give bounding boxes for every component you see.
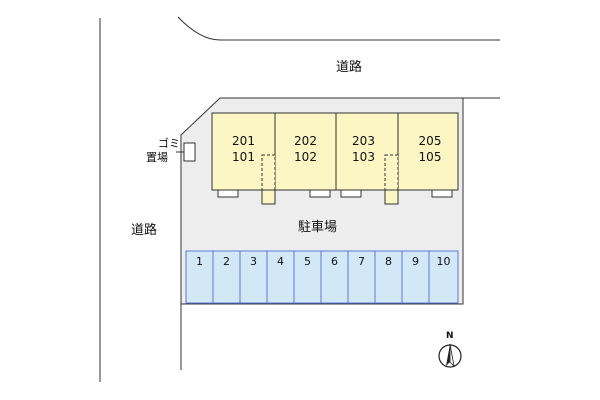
north-compass-icon — [438, 343, 462, 368]
unit-label-4: 205 105 — [400, 134, 460, 165]
parking-stall-9 — [401, 250, 430, 304]
parking-stall-number: 10 — [436, 255, 451, 268]
parking-stall-number: 2 — [223, 255, 230, 268]
parking-stall-number: 3 — [250, 255, 257, 268]
outdoor-unit-1 — [217, 189, 239, 198]
road-curve-top — [177, 16, 500, 41]
unit-number-lower: 105 — [418, 149, 442, 164]
outdoor-unit-2 — [309, 189, 331, 198]
garbage-area-box — [183, 142, 196, 162]
unit-label-3: 203 103 — [336, 134, 391, 165]
parking-stall-1 — [185, 250, 214, 304]
parking-stall-8 — [374, 250, 403, 304]
garbage-label-line1: ゴミ — [158, 137, 180, 150]
unit-label-2: 202 102 — [275, 134, 336, 165]
unit-label-1: 201 101 — [212, 134, 275, 165]
unit-number-lower: 101 — [232, 149, 255, 164]
parking-stall-4 — [266, 250, 295, 304]
parking-stalls — [185, 250, 459, 304]
unit-block-3 — [335, 112, 399, 191]
garbage-label-line2: 置場 — [146, 151, 168, 164]
unit-number-upper: 205 — [418, 134, 442, 148]
parking-stall-number: 8 — [385, 255, 392, 268]
parking-stall-number: 5 — [304, 255, 311, 268]
parking-stall-number: 7 — [358, 255, 365, 268]
parking-stall-number: 4 — [277, 255, 284, 268]
parking-stall-10 — [428, 250, 459, 304]
outdoor-unit-4 — [431, 189, 453, 198]
unit-block-4 — [397, 112, 459, 191]
parking-stall-number: 1 — [196, 255, 203, 268]
entrance-dashed-2 — [384, 154, 399, 191]
entrance-dashed-1 — [261, 154, 276, 191]
outdoor-unit-3 — [340, 189, 362, 198]
unit-number-lower: 102 — [294, 149, 317, 164]
entrance-solid-1 — [261, 189, 276, 205]
road-label-left: 道路 — [131, 223, 158, 238]
entrance-solid-2 — [384, 189, 399, 205]
unit-number-upper: 203 — [352, 134, 375, 148]
parking-stall-number: 9 — [412, 255, 419, 268]
parking-stall-6 — [320, 250, 349, 304]
parking-stall-number: 6 — [331, 255, 338, 268]
compass-north-label: N — [446, 331, 454, 341]
unit-number-upper: 201 — [232, 134, 255, 148]
parking-label: 駐車場 — [298, 220, 338, 235]
unit-number-upper: 202 — [294, 134, 317, 148]
road-label-top: 道路 — [336, 60, 363, 75]
unit-number-lower: 103 — [352, 149, 375, 164]
